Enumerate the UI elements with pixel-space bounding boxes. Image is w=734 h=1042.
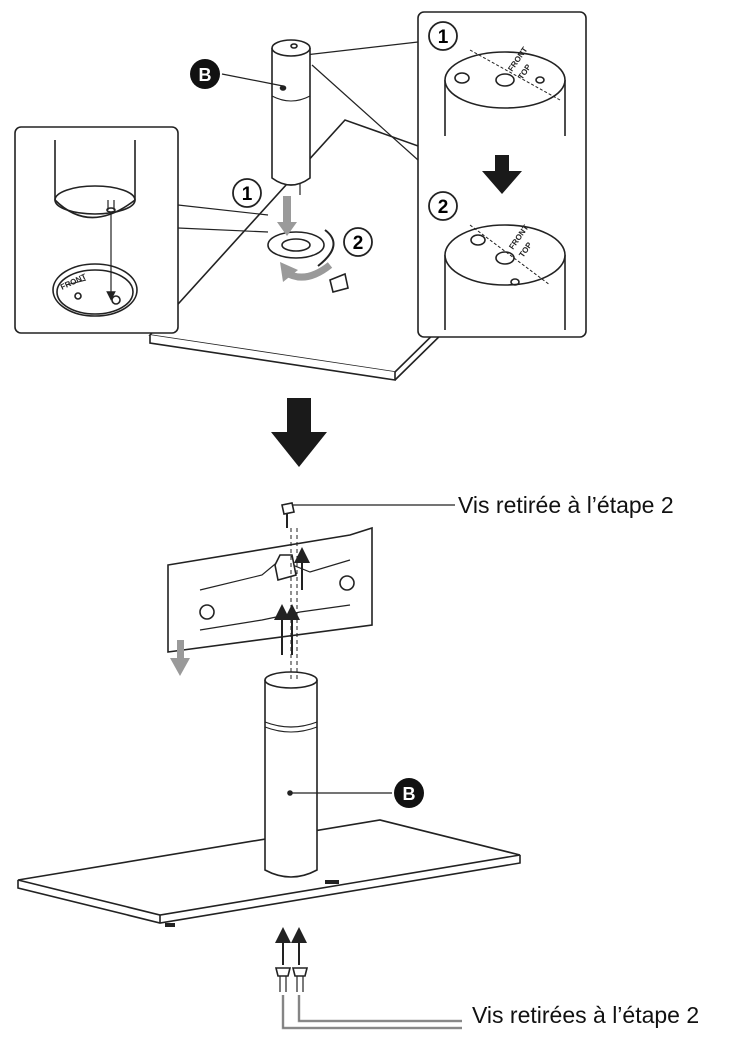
svg-text:B: B xyxy=(199,65,212,85)
pillar-b-bottom xyxy=(264,671,318,878)
step-1-marker-inset: 1 xyxy=(428,21,458,51)
step-2-marker-main: 2 xyxy=(343,227,373,257)
bottom-illustration xyxy=(17,502,521,1030)
label-screw-removed-step2: Vis retirée à l’étape 2 xyxy=(458,492,674,518)
svg-text:2: 2 xyxy=(353,233,364,254)
svg-text:B: B xyxy=(403,784,416,804)
step-1-marker-main: 1 xyxy=(232,178,262,208)
svg-text:1: 1 xyxy=(242,184,253,205)
bottom-screws xyxy=(274,967,309,992)
label-screws-removed-step2: Vis retirées à l’étape 2 xyxy=(472,1002,700,1028)
pillar-b-top xyxy=(271,39,311,195)
part-b-badge-bottom: B xyxy=(394,778,424,808)
mounting-bracket xyxy=(167,526,373,653)
svg-text:1: 1 xyxy=(438,27,449,48)
step-2-marker-inset: 2 xyxy=(428,191,458,221)
top-illustration xyxy=(14,11,587,467)
svg-text:2: 2 xyxy=(438,197,449,218)
part-b-badge-top: B xyxy=(190,59,220,89)
